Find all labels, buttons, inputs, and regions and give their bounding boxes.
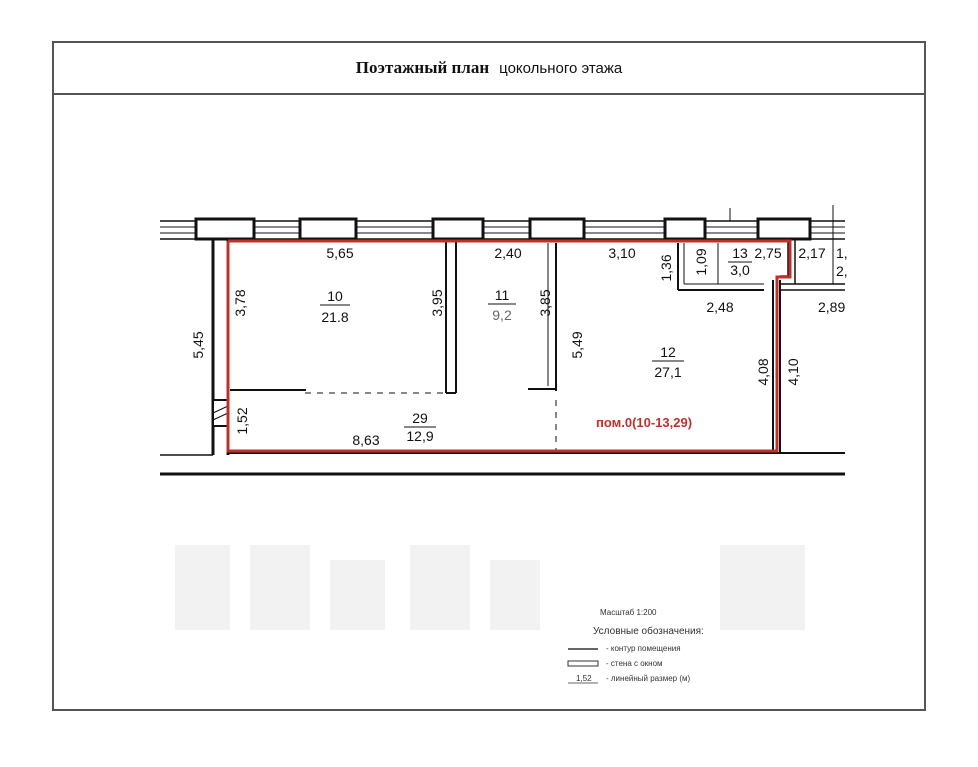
title-sub: цокольного этажа bbox=[499, 59, 623, 77]
wall-piers bbox=[194, 217, 812, 241]
dim-h-13b: 1,09 bbox=[693, 248, 709, 275]
title-bar: Поэтажный план цокольного этажа bbox=[54, 43, 924, 95]
dim-top-12: 3,10 bbox=[608, 245, 635, 261]
dim-h-corr: 1,52 bbox=[234, 407, 250, 434]
exterior-wall-bottom bbox=[160, 452, 845, 476]
dim-h-right-out: 4,10 bbox=[785, 358, 801, 385]
dim-h-outer: 5,45 bbox=[190, 331, 206, 358]
legend-dimension: - линейный размер (м) bbox=[606, 674, 690, 683]
dim-h-11: 3,85 bbox=[537, 289, 553, 316]
dim-h-10: 3,78 bbox=[232, 289, 248, 316]
legend: Масштаб 1:200 Условные обозначения: - ко… bbox=[567, 608, 704, 684]
room-12-area: 27,1 bbox=[654, 364, 681, 380]
room-29-number: 29 bbox=[412, 410, 428, 426]
interior-walls bbox=[230, 205, 845, 453]
watermark bbox=[175, 545, 805, 630]
dim-top-11: 2,40 bbox=[494, 245, 521, 261]
premise-outline bbox=[226, 239, 792, 453]
dim-h-13a: 1,36 bbox=[658, 254, 674, 281]
dim-edge-top: 1, bbox=[836, 245, 848, 261]
dim-w-right: 2,89 bbox=[818, 299, 845, 315]
dim-edge-mid: 2, bbox=[836, 263, 848, 279]
room-13-number: 13 bbox=[732, 245, 748, 261]
legend-window: - стена с окном bbox=[606, 659, 663, 668]
dim-top-right: 2,17 bbox=[798, 245, 825, 261]
room-12-number: 12 bbox=[660, 344, 676, 360]
dim-h-10-mid: 3,95 bbox=[429, 289, 445, 316]
dim-top-13: 2,75 bbox=[754, 245, 781, 261]
legend-heading: Условные обозначения: bbox=[593, 625, 704, 637]
dim-top-10: 5,65 bbox=[326, 245, 353, 261]
premise-label: пом.0(10-13,29) bbox=[596, 415, 692, 430]
dimension-labels: 5,65 2,40 3,10 2,75 2,17 1, 2, 3,78 3,95… bbox=[190, 245, 848, 448]
dim-w-corr: 8,63 bbox=[352, 432, 379, 448]
legend-scale: Масштаб 1:200 bbox=[600, 608, 657, 617]
legend-contour: - контур помещения bbox=[606, 644, 681, 653]
room-11-area: 9,2 bbox=[492, 307, 512, 323]
exterior-wall-left bbox=[211, 239, 230, 455]
room-labels: 10 21.8 11 9,2 12 27,1 13 3,0 29 12,9 bbox=[320, 245, 752, 444]
dim-h-right-in: 4,08 bbox=[755, 358, 771, 385]
legend-dim-symbol: 1,52 bbox=[576, 674, 592, 683]
room-11-number: 11 bbox=[495, 287, 510, 303]
room-10-number: 10 bbox=[327, 288, 343, 304]
title-main: Поэтажный план bbox=[355, 58, 490, 77]
dim-w-13: 2,48 bbox=[706, 299, 733, 315]
dim-h-12: 5,49 bbox=[569, 331, 585, 358]
room-10-area: 21.8 bbox=[321, 309, 348, 325]
legend-window-symbol bbox=[567, 660, 599, 667]
exterior-wall-top bbox=[160, 220, 845, 240]
room-29-area: 12,9 bbox=[406, 428, 433, 444]
room-13-area: 3,0 bbox=[730, 262, 750, 278]
